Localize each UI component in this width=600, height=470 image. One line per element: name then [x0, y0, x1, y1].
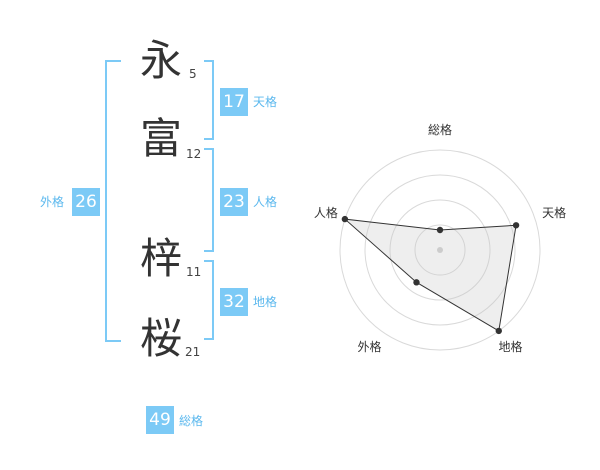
stroke-count-3: 11	[186, 265, 202, 279]
soukaku-value: 49	[146, 406, 174, 434]
jinkaku-label: 人格	[253, 195, 278, 209]
radar-point	[436, 226, 444, 234]
chikaku-bracket	[204, 260, 214, 340]
tenkaku-bracket	[204, 60, 214, 140]
radar-area	[343, 218, 517, 332]
stroke-count-1: 5	[189, 67, 197, 81]
chikaku-label: 地格	[253, 295, 278, 309]
radar-ring	[339, 149, 541, 351]
radar-axis-label: 外格	[357, 339, 381, 354]
radar-point	[413, 279, 420, 286]
tenkaku-label: 天格	[253, 95, 278, 109]
radar-point	[341, 215, 349, 223]
name-char-2: 富	[139, 114, 182, 163]
radar-axis-label: 天格	[542, 205, 566, 220]
radar-axis-label: 人格	[314, 205, 338, 220]
radar-ring	[389, 199, 491, 301]
gaikaku-label: 外格	[40, 195, 65, 209]
jinkaku-bracket	[204, 148, 214, 252]
radar-axis-label: 総格	[428, 122, 452, 137]
name-char-4: 桜	[139, 314, 182, 363]
name-char-1: 永	[139, 36, 182, 85]
radar-point	[512, 222, 520, 229]
radar-ring	[414, 224, 466, 276]
tenkaku-value: 17	[220, 88, 248, 116]
soukaku-label: 総格	[179, 414, 204, 428]
radar-axis-label: 地格	[499, 339, 523, 354]
radar-center	[437, 247, 443, 253]
name-char-3: 梓	[139, 234, 182, 283]
stroke-count-2: 12	[186, 147, 202, 161]
radar-ring	[364, 174, 516, 326]
chikaku-value: 32	[220, 288, 248, 316]
jinkaku-value: 23	[220, 188, 248, 216]
radar-point	[495, 327, 502, 335]
stroke-count-4: 21	[185, 345, 201, 359]
gaikaku-value: 26	[72, 188, 100, 216]
gaikaku-bracket	[105, 60, 121, 342]
